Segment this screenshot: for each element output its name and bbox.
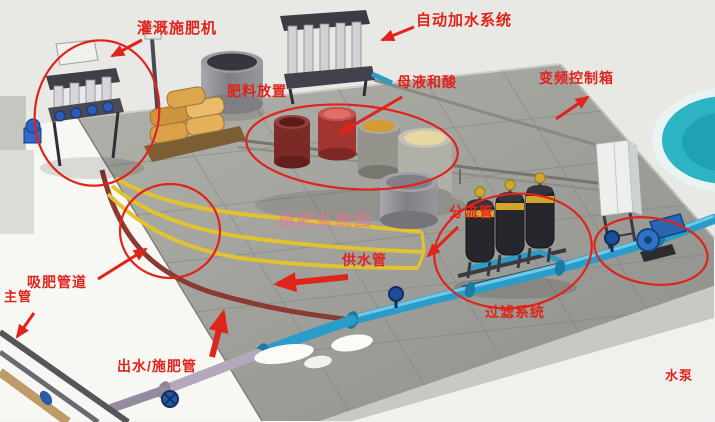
pipe-valve — [388, 286, 404, 308]
label-outlet-fertilizer-pipe: 出水/施肥管 — [117, 358, 197, 374]
annotation-arrow-diversion-pipe — [426, 225, 460, 258]
tank-dark-red — [274, 115, 310, 169]
pool — [652, 88, 715, 192]
water-pump-unit — [636, 213, 687, 262]
annotation-arrow-water-supply — [273, 272, 349, 293]
platform — [77, 63, 715, 422]
left-floor — [0, 118, 262, 421]
annotation-circle-filter-system — [433, 192, 593, 310]
fertilizer-suction-pipes — [106, 176, 426, 270]
label-water-supply-pipe: 供水管 — [342, 252, 387, 268]
label-auto-water-system: 自动加水系统 — [416, 12, 513, 29]
stock-tanks — [255, 107, 465, 229]
label-fertilizer-suction-pipe: 吸肥管道 — [27, 274, 87, 290]
label-water-pump: 水泵 — [665, 368, 694, 383]
annotation-circle-fertigation-machine — [33, 39, 161, 187]
annotation-arrow-mother-liquor — [338, 95, 403, 135]
annotation-circle-water-pump — [593, 216, 709, 286]
watermark-text: 施肥系统图 — [278, 211, 373, 230]
tank-orange — [358, 118, 400, 179]
floor-main-pipes — [0, 329, 179, 422]
auto-water-system — [280, 10, 394, 105]
filter-tank — [465, 186, 495, 279]
annotation-circle-stock-tanks — [245, 103, 459, 191]
label-vfd-control-box: 变频控制箱 — [539, 70, 614, 86]
annotation-arrow-auto-water — [380, 25, 415, 42]
label-diversion-pipe: 分流管 — [449, 204, 494, 220]
annotation-arrow-main-pipe — [15, 312, 36, 339]
annotation-arrow-vfd-box — [555, 95, 590, 121]
floor-valve — [161, 390, 179, 408]
label-fertigation-machine: 灌溉施肥机 — [137, 20, 218, 37]
label-main-pipe: 主管 — [4, 289, 33, 304]
label-mother-liquor-and-acid: 母液和酸 — [397, 74, 457, 90]
left-wall — [0, 96, 26, 150]
annotation-arrow-fertigation-machine — [110, 38, 143, 58]
pipe-valve — [604, 230, 620, 252]
white-patches — [254, 334, 373, 369]
annotation-arrow-outlet-pipe — [208, 309, 229, 358]
label-filter-system: 过滤系统 — [485, 304, 545, 320]
back-floor — [0, 0, 715, 238]
label-fertilizer-storage: 肥料放置 — [227, 83, 287, 99]
annotation-circle-suction-pipes — [118, 182, 222, 280]
left-wall-lower — [0, 150, 34, 234]
platform-edge-face — [320, 286, 714, 421]
annotation-arrow-suction-pipe — [97, 247, 148, 281]
filter-tank — [525, 172, 555, 265]
